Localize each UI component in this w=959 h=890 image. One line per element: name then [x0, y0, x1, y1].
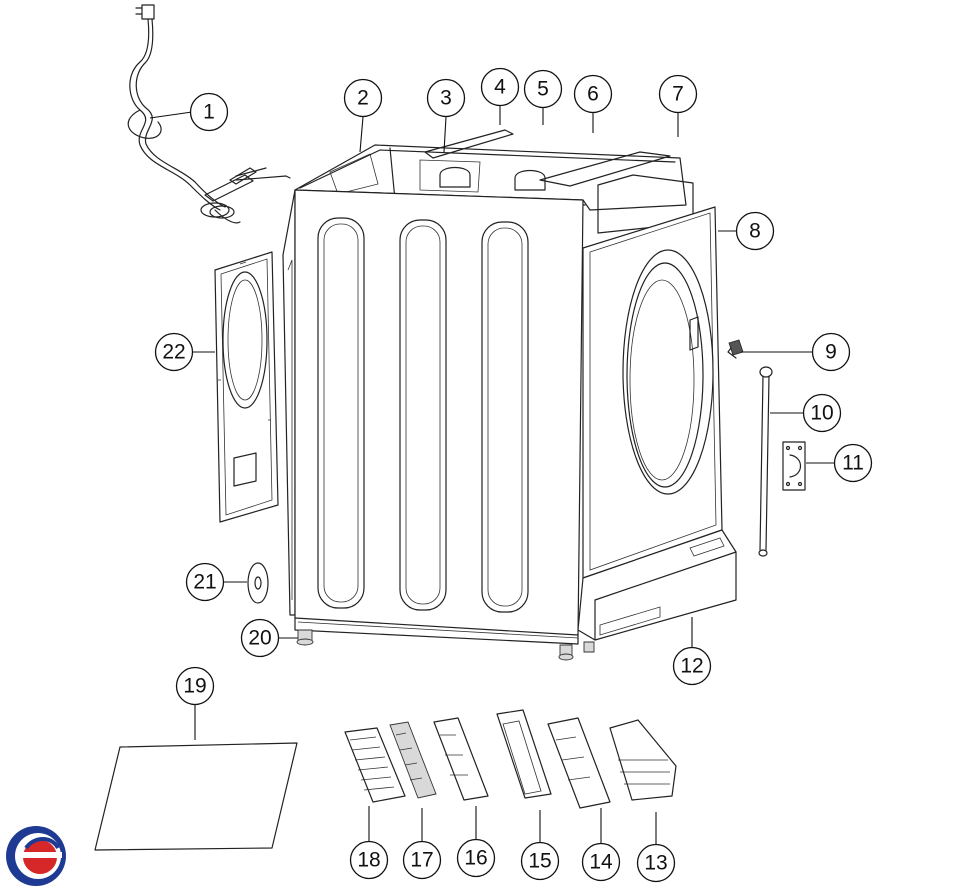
- svg-text:5: 5: [537, 78, 549, 101]
- svg-text:10: 10: [810, 402, 833, 425]
- svg-text:6: 6: [587, 83, 599, 106]
- callout-3: 3: [426, 78, 466, 118]
- svg-text:13: 13: [644, 852, 667, 875]
- component-13-part: [609, 719, 677, 801]
- leader-lines: [149, 105, 834, 844]
- door-lock-part: [727, 339, 744, 359]
- callout-10: 10: [802, 393, 842, 433]
- callout-22: 22: [154, 332, 194, 372]
- callout-6: 6: [573, 74, 613, 114]
- cover-plate-part: [94, 742, 298, 851]
- callout-14: 14: [581, 842, 621, 882]
- component-18-part: [344, 727, 406, 803]
- callout-21: 21: [185, 562, 225, 602]
- callout-11: 11: [833, 443, 873, 483]
- svg-text:18: 18: [357, 849, 380, 872]
- callout-12: 12: [672, 646, 712, 686]
- callout-16: 16: [456, 838, 496, 878]
- svg-text:3: 3: [440, 87, 452, 110]
- callout-7: 7: [658, 74, 698, 114]
- bracket-part: [782, 441, 806, 491]
- base-plinth-part: [577, 529, 737, 641]
- svg-text:8: 8: [749, 220, 761, 243]
- cabinet-frame: [282, 129, 694, 645]
- svg-text:15: 15: [528, 850, 551, 873]
- svg-text:16: 16: [464, 847, 487, 870]
- svg-text:7: 7: [672, 83, 684, 106]
- adjustable-feet: [296, 629, 595, 661]
- rear-panel-part: [214, 251, 279, 523]
- svg-text:19: 19: [183, 675, 206, 698]
- callout-15: 15: [520, 841, 560, 881]
- component-16-part: [433, 717, 489, 801]
- svg-text:9: 9: [825, 341, 837, 364]
- svg-text:22: 22: [162, 341, 185, 364]
- callout-8: 8: [735, 211, 775, 251]
- svg-text:12: 12: [680, 655, 703, 678]
- component-15-part: [496, 709, 552, 799]
- svg-text:21: 21: [193, 571, 216, 594]
- component-17-part: [389, 721, 437, 799]
- brand-logo-icon: [6, 826, 66, 886]
- svg-text:17: 17: [410, 849, 433, 872]
- callout-9: 9: [811, 332, 851, 372]
- callout-13: 13: [636, 843, 676, 883]
- svg-text:4: 4: [494, 76, 506, 99]
- callout-5: 5: [523, 69, 563, 109]
- callout-1: 1: [189, 92, 229, 132]
- svg-text:2: 2: [357, 87, 369, 110]
- callout-18: 18: [349, 840, 389, 880]
- callout-19: 19: [175, 666, 215, 706]
- callout-4: 4: [480, 67, 520, 107]
- svg-text:14: 14: [589, 851, 613, 874]
- svg-text:11: 11: [842, 452, 864, 475]
- callout-20: 20: [240, 618, 280, 658]
- hinge-rod-part: [758, 366, 773, 557]
- callout-2: 2: [343, 78, 383, 118]
- callout-17: 17: [402, 840, 442, 880]
- svg-text:20: 20: [248, 627, 271, 650]
- component-14-part: [547, 717, 611, 809]
- svg-text:1: 1: [203, 101, 215, 124]
- grommet-part: [247, 562, 269, 604]
- power-cord-part: [127, 4, 291, 224]
- front-panel-part: [582, 206, 723, 579]
